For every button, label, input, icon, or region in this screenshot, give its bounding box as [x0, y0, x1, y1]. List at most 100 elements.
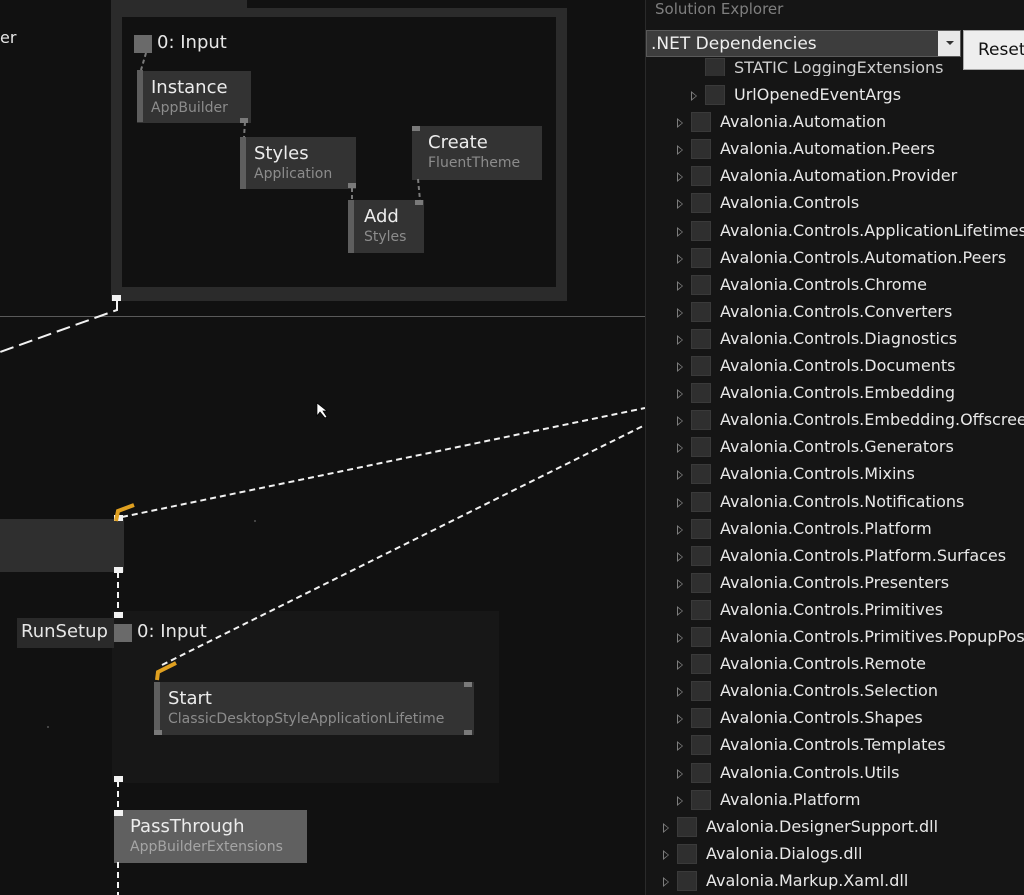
tree-item[interactable]: Avalonia.Controls.Platform [646, 517, 1024, 544]
exec-pin[interactable] [114, 810, 123, 816]
node-exec-bar [348, 200, 354, 253]
expand-arrow-icon[interactable] [677, 389, 683, 400]
output-pin[interactable] [240, 118, 248, 123]
tree-item[interactable]: Avalonia.Automation.Peers [646, 137, 1024, 164]
tree-item[interactable]: Avalonia.Controls.Notifications [646, 490, 1024, 517]
tree-item[interactable]: Avalonia.Controls.Presenters [646, 571, 1024, 598]
tree-item[interactable]: Avalonia.Controls.Documents [646, 354, 1024, 381]
expand-arrow-icon[interactable] [677, 118, 683, 129]
expand-arrow-icon[interactable] [677, 714, 683, 725]
expand-arrow-icon[interactable] [677, 199, 683, 210]
expand-arrow-icon[interactable] [677, 551, 683, 562]
tree-item[interactable]: Avalonia.Controls.Selection [646, 679, 1024, 706]
tree-item[interactable]: Avalonia.Markup.Xaml.dll [646, 869, 1024, 895]
expand-arrow-icon[interactable] [677, 660, 683, 671]
input-pin[interactable] [412, 126, 420, 131]
output-pin[interactable] [464, 730, 472, 735]
expand-arrow-icon[interactable] [677, 741, 683, 752]
tree-item-label: Avalonia.Controls.ApplicationLifetimes [720, 220, 1024, 240]
tree-item[interactable]: Avalonia.Controls.Platform.Surfaces [646, 544, 1024, 571]
namespace-icon [677, 843, 697, 864]
node-start[interactable]: Start ClassicDesktopStyleApplicationLife… [154, 682, 474, 735]
expand-arrow-icon[interactable] [677, 524, 683, 535]
tree-item-label: Avalonia.Controls.Converters [720, 301, 953, 321]
tree-item[interactable]: Avalonia.Controls.Templates [646, 733, 1024, 760]
expand-arrow-icon[interactable] [677, 470, 683, 481]
output-pin[interactable] [348, 183, 356, 188]
tree-item[interactable]: Avalonia.Automation [646, 110, 1024, 137]
tree-item[interactable]: Avalonia.Controls [646, 191, 1024, 218]
node-styles[interactable]: Styles Application [240, 137, 356, 189]
tree-item[interactable]: Avalonia.Controls.Generators [646, 435, 1024, 462]
tree-item[interactable]: Avalonia.Controls.Embedding.Offscreen [646, 408, 1024, 435]
chevron-down-icon[interactable] [938, 31, 960, 56]
namespace-icon [705, 85, 725, 105]
exec-pin[interactable] [114, 612, 123, 618]
expand-arrow-icon[interactable] [677, 687, 683, 698]
expand-arrow-icon[interactable] [677, 497, 683, 508]
tree-item[interactable]: Avalonia.DesignerSupport.dll [646, 815, 1024, 842]
node-graph-canvas[interactable]: er 0: Input Instance AppBuilder Styles A… [0, 0, 645, 895]
tree-item[interactable]: Avalonia.Controls.Mixins [646, 462, 1024, 489]
tree-item[interactable]: Avalonia.Platform [646, 788, 1024, 815]
output-pin[interactable] [464, 682, 472, 687]
expand-arrow-icon[interactable] [677, 280, 683, 291]
tree-item-partial[interactable]: STATIC LoggingExtensions [646, 56, 1024, 76]
node-subtitle: ClassicDesktopStyleApplicationLifetime [168, 711, 445, 727]
namespace-icon [691, 274, 711, 295]
tree-item[interactable]: Avalonia.Controls.ApplicationLifetimes [646, 219, 1024, 246]
tree-item[interactable]: Avalonia.Dialogs.dll [646, 842, 1024, 869]
output-pin[interactable] [154, 730, 162, 735]
expand-arrow-icon[interactable] [677, 795, 683, 806]
expand-arrow-icon[interactable] [663, 876, 669, 887]
tree-item[interactable]: Avalonia.Controls.Diagnostics [646, 327, 1024, 354]
exec-pin[interactable] [114, 567, 123, 573]
expand-arrow-icon[interactable] [677, 226, 683, 237]
expand-arrow-icon[interactable] [677, 334, 683, 345]
input-pin[interactable] [415, 200, 423, 205]
tree-item[interactable]: Avalonia.Controls.Remote [646, 652, 1024, 679]
dependencies-dropdown[interactable]: .NET Dependencies [646, 30, 961, 57]
tree-item[interactable]: UrlOpenedEventArgs [646, 83, 1024, 110]
node-add[interactable]: Add Styles [348, 200, 424, 253]
group-output-pin[interactable] [114, 776, 123, 782]
expand-arrow-icon[interactable] [677, 145, 683, 156]
connection-wires [0, 52, 645, 895]
tree-item[interactable]: Avalonia.Controls.Embedding [646, 381, 1024, 408]
expand-arrow-icon[interactable] [677, 768, 683, 779]
tree-item-label: Avalonia.Controls.Embedding [720, 383, 955, 403]
expand-arrow-icon[interactable] [677, 362, 683, 372]
tree-item[interactable]: Avalonia.Controls.Utils [646, 761, 1024, 788]
expand-arrow-icon[interactable] [663, 849, 669, 860]
input-pin-square[interactable] [134, 35, 152, 53]
expand-arrow-icon[interactable] [677, 253, 683, 264]
node-create[interactable]: Create FluentTheme [412, 126, 542, 180]
expand-arrow-icon[interactable] [677, 172, 683, 183]
expand-arrow-icon[interactable] [677, 578, 683, 589]
node-partial-block[interactable] [0, 519, 124, 572]
tree-item[interactable]: Avalonia.Controls.Primitives.PopupPositi… [646, 625, 1024, 652]
expand-arrow-icon[interactable] [691, 91, 697, 101]
expand-arrow-icon[interactable] [677, 307, 683, 318]
namespace-icon [691, 491, 711, 512]
namespace-icon [691, 112, 711, 133]
expand-arrow-icon[interactable] [663, 822, 669, 833]
tree-item-label: Avalonia.Dialogs.dll [706, 843, 863, 863]
tree-item[interactable]: Avalonia.Controls.Chrome [646, 273, 1024, 300]
tree-item[interactable]: Avalonia.Controls.Automation.Peers [646, 246, 1024, 273]
expand-arrow-icon[interactable] [677, 633, 683, 643]
input-pin-square[interactable] [114, 624, 132, 642]
tree-item[interactable]: Avalonia.Controls.Converters [646, 300, 1024, 327]
expand-arrow-icon[interactable] [677, 605, 683, 616]
group-output-pin[interactable] [112, 295, 121, 301]
node-instance[interactable]: Instance AppBuilder [137, 71, 251, 123]
expand-arrow-icon[interactable] [677, 443, 683, 454]
tree-item[interactable]: Avalonia.Controls.Shapes [646, 706, 1024, 733]
tree-item[interactable]: Avalonia.Automation.Provider [646, 164, 1024, 191]
tree-item-label: Avalonia.Automation.Peers [720, 139, 935, 159]
node-subtitle: FluentTheme [428, 155, 521, 171]
expand-arrow-icon[interactable] [677, 416, 683, 427]
reset-button[interactable]: Reset [963, 30, 1024, 70]
node-passthrough[interactable]: PassThrough AppBuilderExtensions [114, 810, 307, 863]
tree-item[interactable]: Avalonia.Controls.Primitives [646, 598, 1024, 625]
